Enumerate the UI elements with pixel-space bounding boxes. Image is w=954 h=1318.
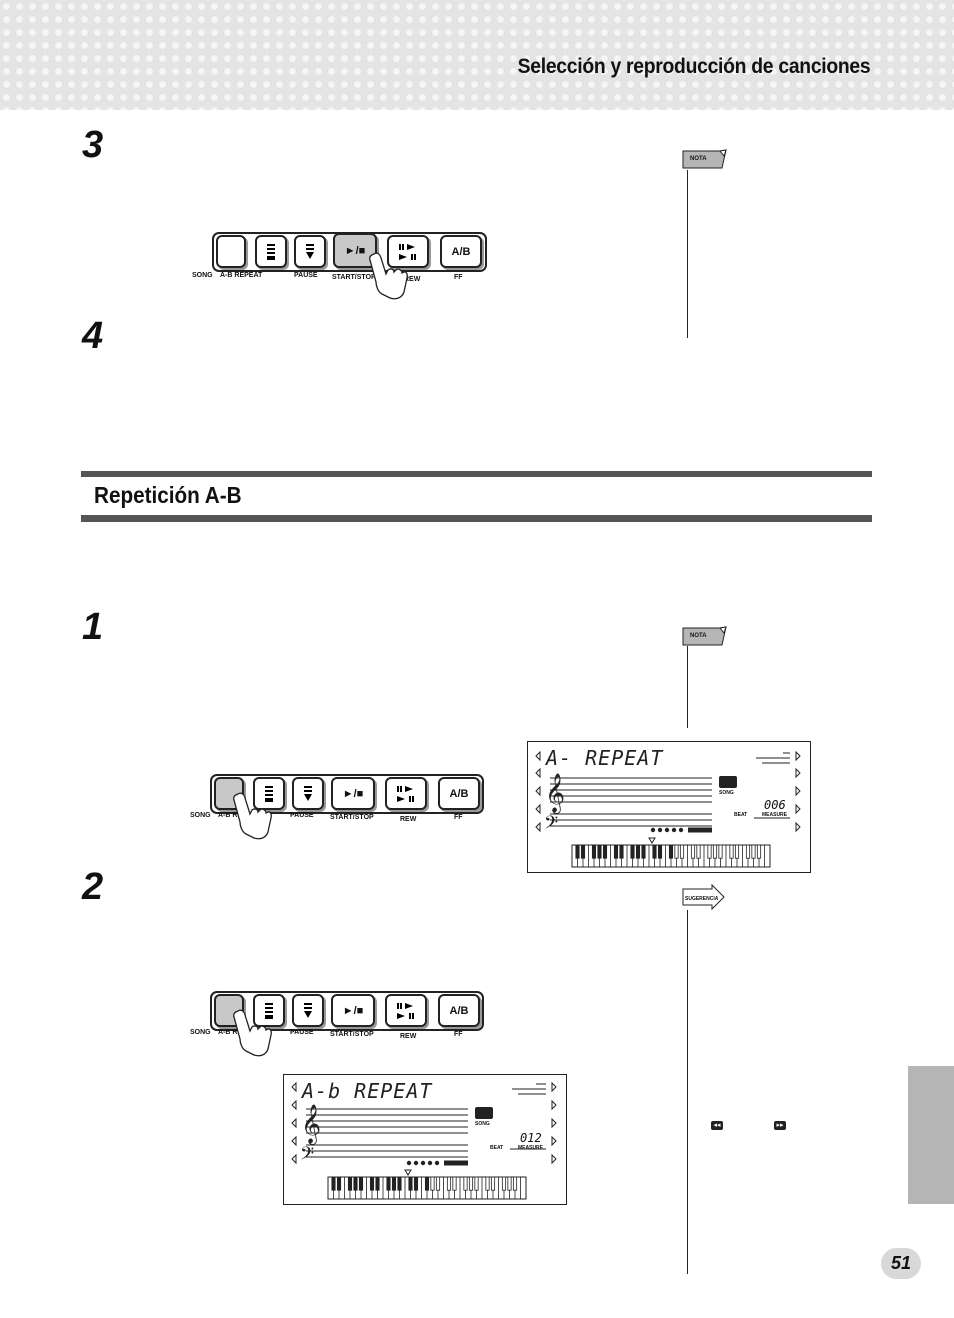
rew-label: REW (404, 276, 421, 283)
fast-forward-icon: ▸▸ (774, 1121, 786, 1130)
song-indicator: SONG (475, 1121, 490, 1127)
start-stop-label: START/STOP (330, 1031, 374, 1038)
ab-repeat-label: A-B REPEAT (220, 272, 263, 279)
ab-button[interactable]: A/B (438, 994, 480, 1027)
start-stop-button[interactable]: ►/■ (333, 233, 377, 268)
sugerencia-label: SUGERENCIA (685, 896, 719, 902)
step-number: 1 (82, 606, 104, 648)
down-arrow-icon (306, 243, 314, 259)
start-stop-label: START/STOP (330, 814, 374, 821)
bars-icon (265, 785, 273, 802)
rew-label: REW (400, 816, 417, 823)
lcd-message: A-b REPEAT (302, 1079, 433, 1103)
rewind-icon (397, 785, 414, 802)
step-number: 2 (82, 866, 104, 908)
song-indicator: SONG (719, 790, 734, 796)
section-rule-top (81, 471, 872, 477)
note-rule (687, 646, 688, 728)
nota-tag (682, 149, 727, 169)
measure-value: 006 (764, 798, 786, 812)
svg-text:𝄞: 𝄞 (545, 773, 565, 814)
sugerencia-tag (682, 884, 725, 910)
rew-button[interactable] (385, 777, 427, 810)
header-band (0, 0, 954, 110)
ab-repeat-label: A-B RE (218, 812, 243, 819)
step-number: 3 (82, 124, 104, 166)
svg-text:𝄞: 𝄞 (301, 1104, 321, 1145)
song-label: SONG (190, 1029, 211, 1036)
pause-button[interactable] (253, 777, 285, 810)
control-panel: ►/■ A/B SONG A-B RE PAUSE START/STOP REW… (188, 987, 488, 1097)
svg-text:𝄢: 𝄢 (544, 813, 558, 838)
start-stop-down-button[interactable] (292, 777, 324, 810)
nota-label: NOTA (690, 633, 707, 639)
start-stop-button[interactable]: ►/■ (331, 777, 375, 810)
pause-button[interactable] (255, 235, 287, 268)
bars-icon (265, 1002, 273, 1019)
svg-text:𝄢: 𝄢 (300, 1144, 314, 1169)
step-number: 4 (82, 315, 104, 357)
section-title: Repetición A-B (94, 482, 242, 508)
pause-button[interactable] (253, 994, 285, 1027)
ab-repeat-label: A-B RE (218, 1029, 243, 1036)
panel-frame (210, 991, 484, 1031)
ab-repeat-button[interactable] (216, 235, 246, 268)
ab-button[interactable]: A/B (440, 235, 482, 268)
ff-label: FF (454, 814, 463, 821)
page-header-title: Selección y reproducción de canciones (517, 55, 870, 78)
rewind-icon: ◂◂ (711, 1121, 723, 1130)
rewind-icon (397, 1002, 414, 1019)
ff-label: FF (454, 1031, 463, 1038)
pointing-hand-icon (233, 792, 272, 840)
pointing-hand-icon (369, 252, 408, 300)
beat-label: BEAT (490, 1145, 504, 1151)
lcd-display: A-b REPEAT 𝄞 𝄢 SONG 012 BEAT MEASURE (283, 1074, 567, 1205)
control-panel: ►/■ A/B SONG A-B REPEAT PAUSE START/STOP… (190, 228, 490, 338)
down-arrow-icon (304, 1002, 312, 1018)
pause-label: PAUSE (294, 272, 318, 279)
song-label: SONG (190, 812, 211, 819)
rew-button[interactable] (385, 994, 427, 1027)
bars-icon (267, 243, 275, 260)
lcd-graphics: 𝄞 𝄢 (535, 750, 801, 868)
start-stop-down-button[interactable] (292, 994, 324, 1027)
control-panel: ►/■ A/B SONG A-B RE PAUSE START/STOP REW… (188, 770, 488, 880)
lcd-graphics: 𝄞 𝄢 (291, 1081, 557, 1200)
rewind-icon (399, 243, 416, 260)
rew-label: REW (400, 1033, 417, 1040)
song-icon (719, 776, 737, 788)
nota-tag (682, 626, 727, 646)
note-rule (687, 170, 688, 338)
pause-label: PAUSE (290, 812, 314, 819)
song-icon (475, 1107, 493, 1119)
measure-label: MEASURE (518, 1145, 544, 1151)
panel-frame (210, 774, 484, 814)
pause-label: PAUSE (290, 1029, 314, 1036)
start-stop-button[interactable]: ►/■ (331, 994, 375, 1027)
nota-label: NOTA (690, 156, 707, 162)
page-number: 51 (881, 1248, 921, 1279)
song-label: SONG (192, 272, 213, 279)
start-stop-label: START/STOP (332, 274, 376, 281)
rew-button[interactable] (387, 235, 429, 268)
ff-label: FF (454, 274, 463, 281)
lcd-display: A- REPEAT 𝄞 𝄢 SONG 006 BEAT MEASURE (527, 741, 811, 873)
measure-value: 012 (520, 1131, 542, 1145)
chapter-tab (908, 1066, 954, 1204)
ab-button[interactable]: A/B (438, 777, 480, 810)
down-arrow-icon (304, 785, 312, 801)
beat-label: BEAT (734, 812, 748, 818)
lcd-message: A- REPEAT (546, 746, 664, 770)
measure-label: MEASURE (762, 812, 788, 818)
section-rule-bottom (81, 515, 872, 522)
start-stop-down-button[interactable] (294, 235, 326, 268)
pointing-hand-icon (233, 1009, 272, 1057)
note-rule (687, 910, 688, 1274)
